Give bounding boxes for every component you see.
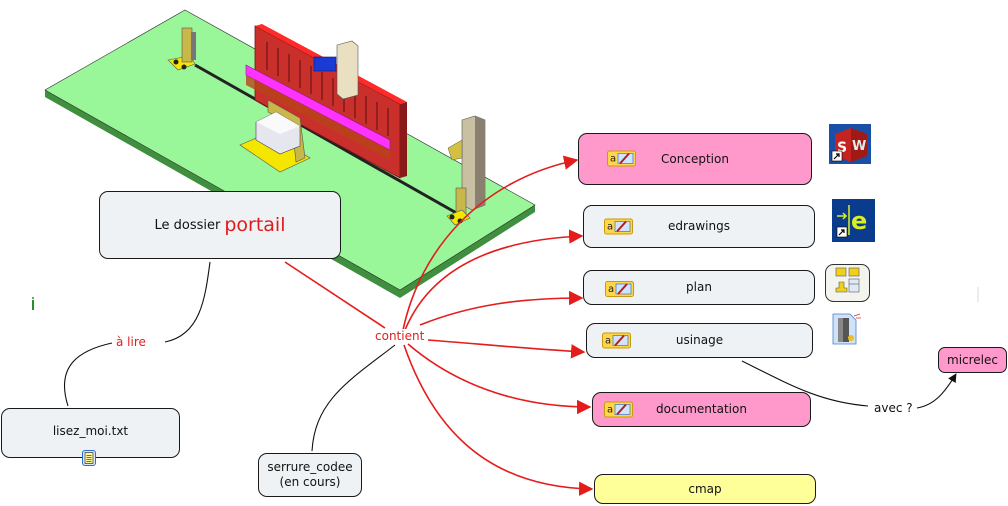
note-icon[interactable]: a: [607, 150, 637, 168]
svg-text:a: a: [610, 154, 616, 165]
node-edrawings[interactable]: a edrawings: [583, 205, 815, 248]
link-to-usinage: [427, 339, 586, 359]
link-root-to-alire: [164, 261, 211, 343]
node-label: plan: [686, 280, 712, 294]
svg-text:a: a: [605, 335, 611, 346]
blue-guide: [313, 56, 337, 72]
node-label: usinage: [675, 333, 724, 347]
link-to-conception: [402, 155, 579, 331]
node-label: documentation: [656, 402, 747, 416]
node-plan[interactable]: a plan: [583, 270, 815, 305]
node-label: cmap: [688, 481, 722, 496]
link-label-avec[interactable]: avec ?: [872, 401, 915, 415]
node-documentation[interactable]: a documentation: [592, 392, 811, 427]
node-conception[interactable]: a Conception: [578, 133, 812, 185]
link-to-plan: [419, 290, 584, 326]
drawing-layout-icon[interactable]: [825, 264, 870, 302]
text-document-icon[interactable]: [82, 450, 96, 466]
svg-text:e: e: [851, 207, 867, 235]
note-icon[interactable]: a: [604, 218, 634, 235]
gate-pillar: [336, 40, 359, 100]
note-icon[interactable]: a: [605, 281, 635, 298]
left-pulley-bracket: [167, 27, 196, 71]
link-to-documentation: [407, 343, 592, 415]
svg-text:a: a: [607, 221, 613, 232]
root-node-le-dossier-portail[interactable]: Le dossier portail: [99, 191, 341, 259]
svg-text:a: a: [607, 404, 613, 415]
link-to-cmap: [403, 344, 594, 496]
edrawings-shortcut-icon[interactable]: e: [832, 199, 875, 242]
link-root-to-contient: [284, 261, 386, 329]
svg-text:a: a: [608, 284, 614, 295]
node-usinage[interactable]: a usinage: [586, 323, 813, 358]
right-pulley-bracket: [446, 115, 486, 226]
cable: [194, 63, 461, 217]
root-node-emphasis: portail: [224, 213, 286, 236]
note-icon[interactable]: a: [602, 332, 632, 349]
root-node-prefix: Le dossier: [154, 217, 221, 233]
link-usinage-to-avec: [741, 360, 869, 407]
link-to-edrawings: [404, 229, 584, 331]
node-label: lisez_moi.txt: [52, 423, 129, 438]
node-serrure-codee[interactable]: serrure_codee (en cours): [258, 453, 362, 497]
solidworks-shortcut-icon[interactable]: S W: [829, 124, 871, 164]
svg-text:S: S: [837, 140, 847, 156]
node-micrelec[interactable]: micrelec: [938, 347, 1007, 373]
link-label-contient[interactable]: contient: [373, 329, 427, 343]
node-cmap[interactable]: cmap: [594, 474, 816, 504]
node-label: micrelec: [947, 352, 998, 367]
link-alire-to-lisez: [63, 342, 113, 407]
node-label: Conception: [661, 151, 729, 166]
node-label: serrure_codee (en cours): [267, 460, 353, 489]
small-green-marker: [32, 297, 34, 310]
link-contient-to-serrure: [311, 344, 396, 452]
node-label: edrawings: [668, 219, 730, 233]
machining-file-icon[interactable]: [830, 312, 862, 346]
link-avec-to-micrelec: [916, 373, 957, 409]
note-icon[interactable]: a: [604, 401, 634, 418]
svg-text:W: W: [852, 139, 866, 154]
node-lisez-moi[interactable]: lisez_moi.txt: [1, 408, 180, 458]
link-label-a-lire[interactable]: à lire: [114, 335, 148, 349]
